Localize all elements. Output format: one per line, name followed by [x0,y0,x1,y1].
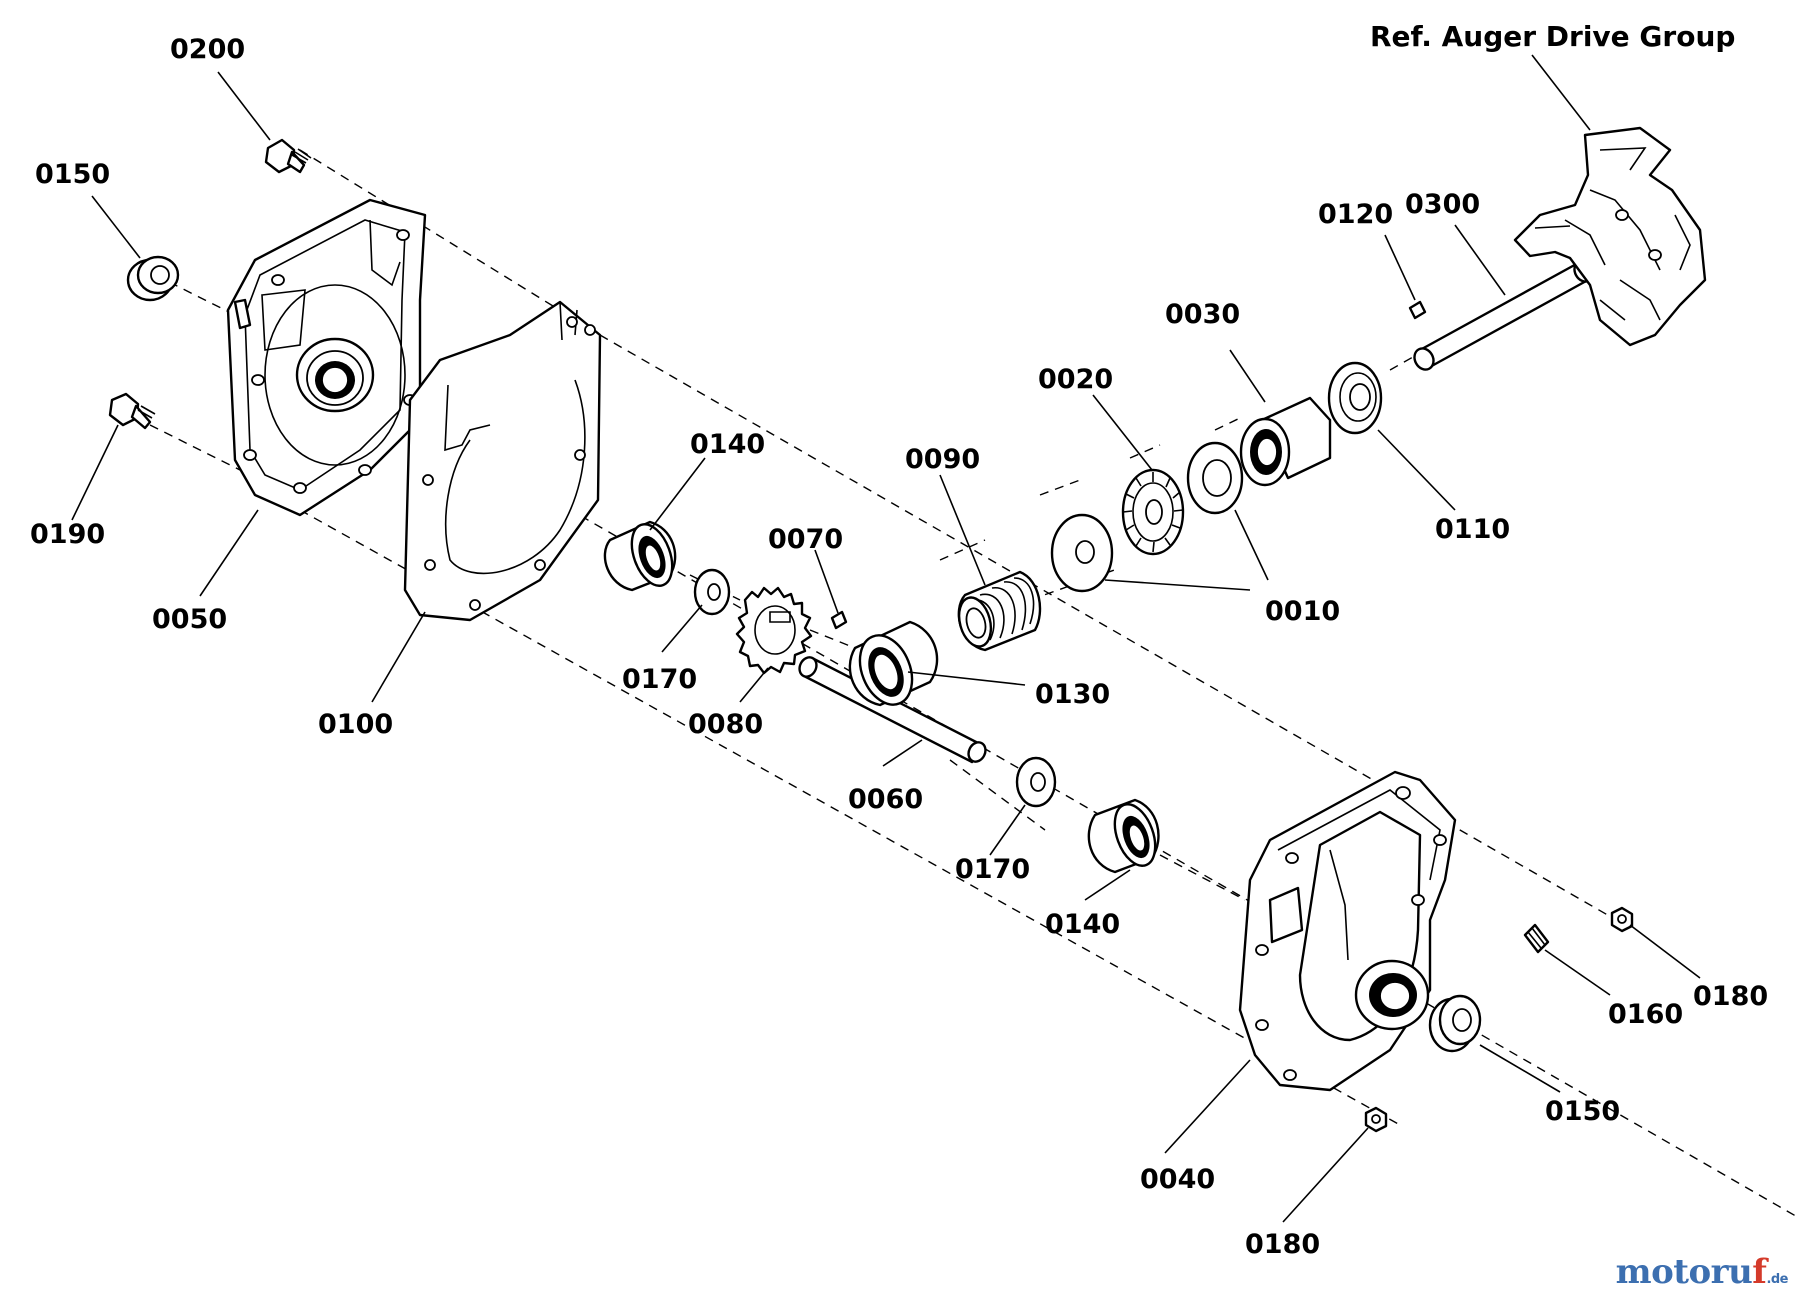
left-gear-housing [226,198,427,517]
motoruf-watermark-logo: motoruf.de [1615,1252,1789,1292]
right-gear-housing [1238,770,1457,1092]
bushing-left [603,520,677,592]
set-screw [1523,923,1550,954]
gasket [403,300,602,622]
cap-screw-left [108,392,156,430]
callout-0090: 0090 [905,444,980,475]
callout-0190: 0190 [30,519,105,550]
thrust-washer-outer [1050,513,1114,593]
callout-0010: 0010 [1265,596,1340,627]
thrust-washer-right [1015,756,1057,808]
callout-0180-right: 0180 [1693,981,1768,1012]
callout-0070: 0070 [768,524,843,555]
flange-bearing [1239,396,1332,487]
callout-0080: 0080 [688,709,763,740]
callout-0030: 0030 [1165,299,1240,330]
callout-0200: 0200 [170,34,245,65]
cap-screw-top [264,138,312,174]
worm-shaft-gear [957,570,1042,652]
callout-0020: 0020 [1038,364,1113,395]
callout-0160: 0160 [1608,999,1683,1030]
auger-reference-group [1513,126,1707,347]
callout-0060: 0060 [848,784,923,815]
callout-0170-top: 0170 [622,664,697,695]
thrust-bearing [1121,468,1185,556]
auger-shaft [1413,259,1595,371]
oil-seal-left [126,255,180,302]
callout-labels: Ref. Auger Drive Group 0200 0150 0190 00… [30,20,1768,1260]
watermark-main-text: motoru [1615,1252,1753,1292]
watermark-tld: .de [1766,1272,1788,1287]
oil-seal-right [1428,994,1482,1053]
callout-0110: 0110 [1435,514,1510,545]
gear-shaft [798,656,987,764]
callout-0140-top: 0140 [690,429,765,460]
callout-0050: 0050 [152,604,227,635]
watermark-accent-letter: f [1752,1252,1767,1292]
spacer-collar [848,620,939,707]
woodruff-key-gear [830,610,848,630]
leader-lines [71,54,1701,1223]
callout-0180-bottom: 0180 [1245,1229,1320,1260]
callout-0130: 0130 [1035,679,1110,710]
callout-0300: 0300 [1405,189,1480,220]
callout-0140-bottom: 0140 [1045,909,1120,940]
shaft-washer [1327,361,1383,435]
callout-0100: 0100 [318,709,393,740]
bushing-right [1087,798,1160,874]
callout-0170-bottom: 0170 [955,854,1030,885]
callout-0150-bottom: 0150 [1545,1096,1620,1127]
callout-0150-top: 0150 [35,159,110,190]
worm-gear [735,586,813,675]
woodruff-key-shaft [1408,300,1427,320]
hex-nut-bottom [1364,1106,1388,1133]
thrust-washer-left [693,568,731,616]
thrust-washer-inner [1186,441,1244,515]
reference-label: Ref. Auger Drive Group [1370,20,1735,53]
hex-nut-right [1610,906,1634,933]
callout-0120: 0120 [1318,199,1393,230]
callout-0040: 0040 [1140,1164,1215,1195]
